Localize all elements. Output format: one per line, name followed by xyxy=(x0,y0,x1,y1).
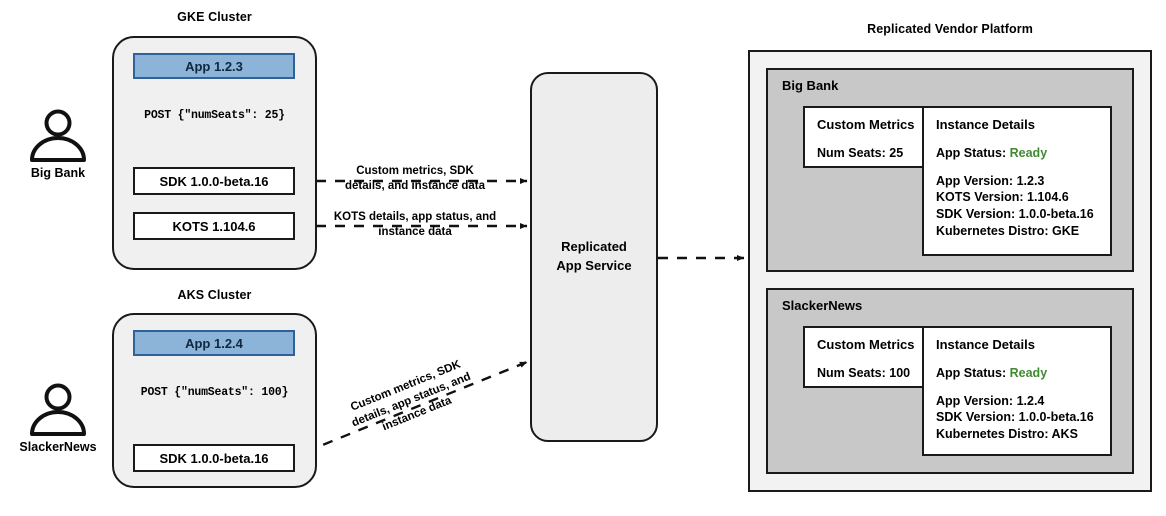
custom-metrics-panel-big-bank: Custom Metrics Num Seats: 25 xyxy=(803,106,939,168)
spacer xyxy=(936,382,1098,393)
tenant-name-slackernews: SlackerNews xyxy=(782,298,863,313)
person-icon xyxy=(30,109,86,162)
sdk-version-row: SDK Version: 1.0.0-beta.16 xyxy=(936,206,1094,221)
app-status-label: App Status: xyxy=(936,146,1007,160)
metric-num-seats: Num Seats: 25 xyxy=(817,146,904,160)
panel-heading: Instance Details xyxy=(936,337,1035,352)
panel-heading: Custom Metrics xyxy=(817,337,915,352)
gke-kots-box[interactable]: KOTS 1.104.6 xyxy=(133,212,295,240)
kubernetes-distro-row: Kubernetes Distro: GKE xyxy=(936,223,1080,238)
aks-app-box[interactable]: App 1.2.4 xyxy=(133,330,295,356)
app-status-row: App Status: Ready xyxy=(936,365,1098,382)
instance-details-panel-big-bank: Instance Details App Status: Ready App V… xyxy=(922,106,1112,256)
panel-heading: Instance Details xyxy=(936,117,1035,132)
app-version-row: App Version: 1.2.4 xyxy=(936,393,1045,408)
kubernetes-distro-row: Kubernetes Distro: AKS xyxy=(936,426,1078,441)
metric-num-seats: Num Seats: 100 xyxy=(817,366,911,380)
kots-version-row: KOTS Version: 1.104.6 xyxy=(936,190,1069,205)
aks-sdk-box[interactable]: SDK 1.0.0-beta.16 xyxy=(133,444,295,472)
link-label-gke-kots: KOTS details, app status, and instance d… xyxy=(333,211,497,238)
gke-post-label: POST {"numSeats": 25} xyxy=(144,109,285,122)
link-label-gke-sdk: Custom metrics, SDK details, and instanc… xyxy=(345,165,485,192)
status-badge: Ready xyxy=(1009,146,1048,160)
customer-label: Big Bank xyxy=(30,166,86,180)
gke-app-box[interactable]: App 1.2.3 xyxy=(133,53,295,79)
spacer xyxy=(936,162,1098,173)
service-label-line2: App Service xyxy=(556,258,632,273)
service-label: Replicated App Service xyxy=(556,238,631,276)
custom-metrics-panel-slackernews: Custom Metrics Num Seats: 100 xyxy=(803,326,939,388)
replicated-app-service-box[interactable]: Replicated App Service xyxy=(530,72,658,442)
status-badge: Ready xyxy=(1009,366,1048,380)
aks-post-label: POST {"numSeats": 100} xyxy=(140,386,289,399)
panel-heading: Custom Metrics xyxy=(817,117,915,132)
gke-cluster-title: GKE Cluster xyxy=(177,10,252,24)
customer-big-bank: Big Bank xyxy=(22,108,94,188)
instance-details-panel-slackernews: Instance Details App Status: Ready App V… xyxy=(922,326,1112,456)
aks-cluster-title: AKS Cluster xyxy=(177,288,252,302)
person-icon xyxy=(30,383,86,436)
customer-label: SlackerNews xyxy=(19,440,97,454)
tenant-name-big-bank: Big Bank xyxy=(782,78,839,93)
app-version-row: App Version: 1.2.3 xyxy=(936,173,1045,188)
app-status-row: App Status: Ready xyxy=(936,145,1098,162)
platform-title: Replicated Vendor Platform xyxy=(867,22,1033,36)
sdk-version-row: SDK Version: 1.0.0-beta.16 xyxy=(936,410,1094,425)
app-status-label: App Status: xyxy=(936,366,1007,380)
customer-slackernews: SlackerNews xyxy=(19,382,97,462)
service-label-line1: Replicated xyxy=(561,239,627,255)
link-aks-sdk-to-service xyxy=(287,360,528,461)
gke-sdk-box[interactable]: SDK 1.0.0-beta.16 xyxy=(133,167,295,195)
